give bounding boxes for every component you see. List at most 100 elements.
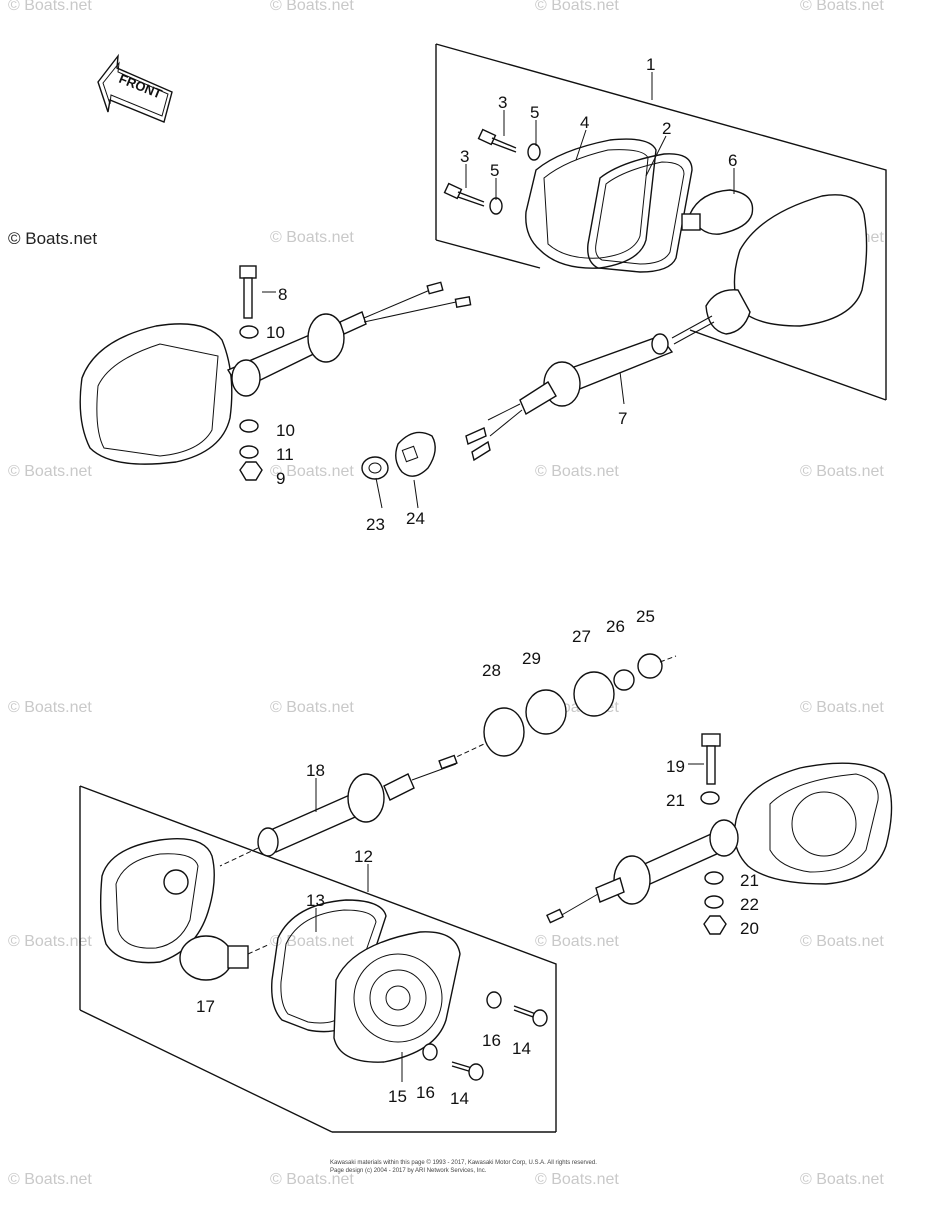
lens-4 [525,138,657,269]
label-5: 5 [530,103,539,122]
watermark: © Boats.net [270,463,354,480]
turn-signal-housing-upper-right [705,194,868,335]
label-23: 23 [366,515,385,534]
screw-14-right [513,1005,548,1027]
watermark-main: © Boats.net [8,229,97,248]
gasket-2 [587,153,693,273]
bulb-17 [179,935,271,981]
watermark: © Boats.net [270,229,354,246]
turn-signal-left-upper [79,281,472,465]
label-2: 2 [662,119,671,138]
watermark: © Boats.net [270,0,354,14]
washer-22 [704,895,724,909]
stalk-18 [219,754,458,867]
label-16: 16 [416,1083,435,1102]
label-24: 24 [406,509,425,528]
grommet-28 [483,707,525,757]
lower-panel [79,785,557,1133]
label-11: 11 [276,445,294,464]
nut-25 [637,653,663,679]
watermark: © Boats.net [270,1171,354,1188]
turn-signal-housing-lower [99,838,215,964]
label-18: 18 [306,761,325,780]
washer-16-right [486,991,502,1009]
label-12: 12 [354,847,373,866]
label-5: 5 [490,161,499,180]
label-29: 29 [522,649,541,668]
label-26: 26 [606,617,625,636]
watermark: © Boats.net [535,1171,619,1188]
watermark: © Boats.net [8,463,92,480]
watermark: © Boats.net [535,933,619,950]
label-6: 6 [728,151,737,170]
watermark: © Boats.net [800,1171,884,1188]
washer-11 [239,445,259,459]
footer-copyright: Kawasaki materials within this page © 19… [330,1159,597,1166]
watermark: © Boats.net [270,933,354,950]
washer-5-upper [527,143,541,161]
bolt-8 [239,265,257,319]
watermark: © Boats.net [8,1171,92,1188]
label-10: 10 [266,323,285,342]
label-21: 21 [666,791,685,810]
label-28: 28 [482,661,501,680]
front-arrow-icon: FRONT [97,53,173,123]
footer-design: Page design (c) 2004 - 2017 by ARI Netwo… [330,1168,487,1174]
stalk-7 [465,315,715,462]
label-14: 14 [450,1089,469,1108]
watermark: © Boats.net [535,0,619,14]
watermark: © Boats.net [8,0,92,14]
label-21: 21 [740,871,759,890]
label-4: 4 [580,113,589,132]
washer-21-upper [700,791,720,805]
watermark: © Boats.net [800,933,884,950]
nut-20 [703,915,727,935]
washer-21-lower [704,871,724,885]
grommet-29 [525,689,567,735]
watermark: © Boats.net [8,933,92,950]
leader-lines [262,72,735,1082]
watermark: © Boats.net [535,463,619,480]
nut-9 [239,461,263,481]
cap-27 [573,671,615,717]
washer-10-lower [239,419,259,433]
lower-grommet-set [449,653,677,761]
label-27: 27 [572,627,591,646]
label-25: 25 [636,607,655,626]
label-22: 22 [740,895,759,914]
screw-3-upper [477,128,517,153]
watermark: © Boats.net [270,699,354,716]
bolt-19 [701,733,721,785]
nut-23 [361,456,389,480]
watermark: © Boats.net [800,699,884,716]
label-17: 17 [196,997,215,1016]
bulb-6 [681,189,754,235]
label-1: 1 [646,55,655,74]
label-13: 13 [306,891,325,910]
label-9: 9 [276,469,285,488]
label-19: 19 [666,757,685,776]
screw-14-left [451,1061,484,1081]
washer-24 [395,431,436,477]
washer-5-lower [489,197,503,215]
label-3: 3 [498,93,507,112]
watermark: © Boats.net [8,699,92,716]
watermark: © Boats.net [800,0,884,14]
washer-26 [613,669,635,691]
label-8: 8 [278,285,287,304]
washer-10-upper [239,325,259,339]
label-20: 20 [740,919,759,938]
label-14: 14 [512,1039,531,1058]
upper-panel [435,43,887,401]
label-7: 7 [618,409,627,428]
turn-signal-right-lower [546,762,893,924]
label-16: 16 [482,1031,501,1050]
lens-15 [333,931,461,1063]
label-10: 10 [276,421,295,440]
label-15: 15 [388,1087,407,1106]
screw-3-lower [443,182,485,207]
watermark: © Boats.net [800,463,884,480]
washer-16-left [422,1043,438,1061]
